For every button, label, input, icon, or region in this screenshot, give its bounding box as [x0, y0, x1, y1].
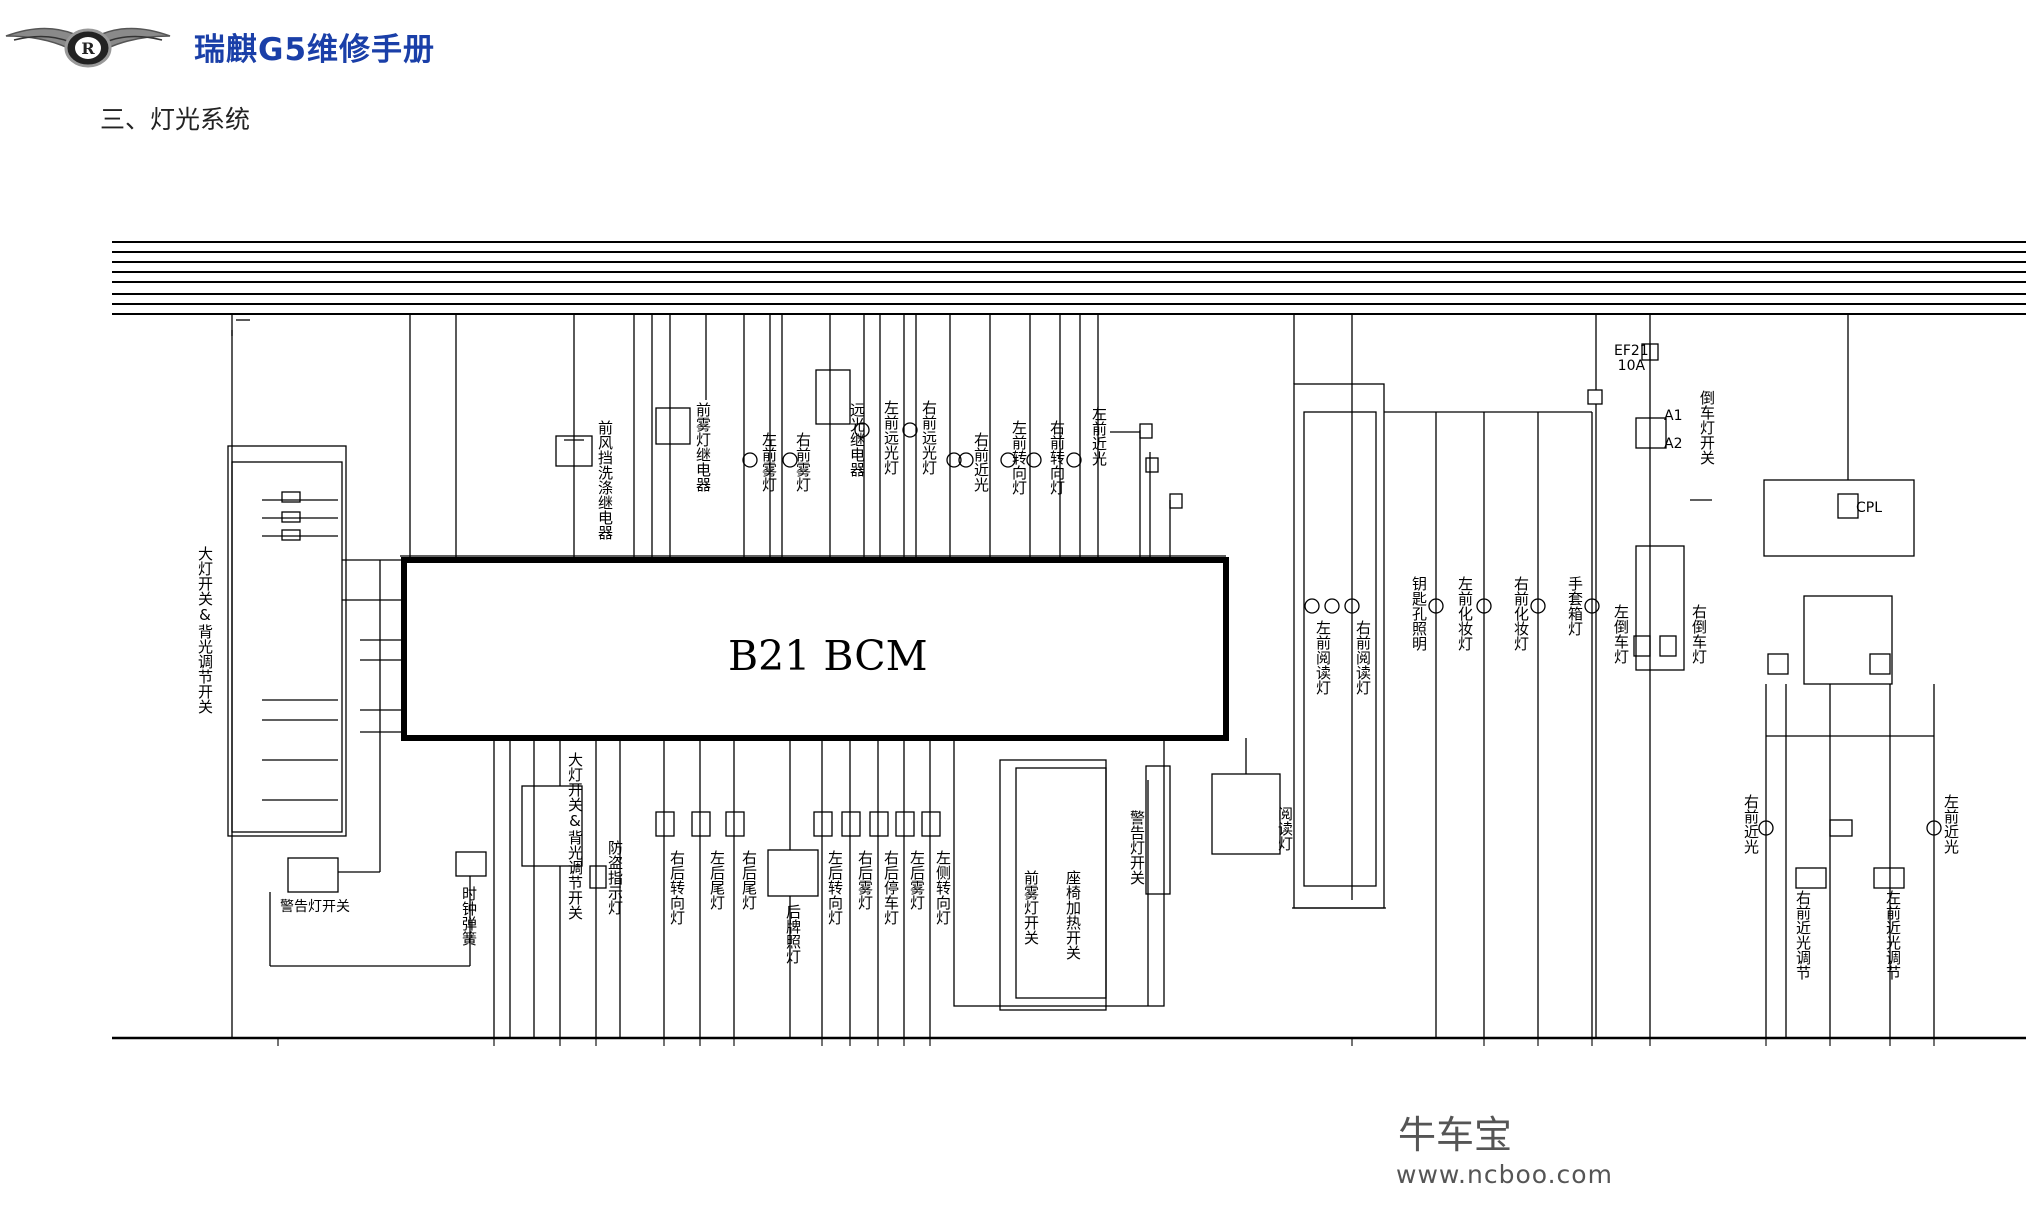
headlamp-switch-label: 大灯开关&背光调节开关 — [196, 546, 214, 714]
clock-spring-label: 时钟弹簧 — [460, 886, 478, 946]
glovebox-label: 手套箱灯 — [1566, 576, 1584, 636]
right-dome-label: 右前阅读灯 — [1354, 620, 1372, 695]
clock-spring-box — [455, 851, 487, 877]
right-reverse-label: 右倒车灯 — [1690, 604, 1708, 664]
reverse-switch-label: 倒车灯开关 — [1698, 390, 1716, 465]
right-front-fog-label: 右前雾灯 — [794, 432, 812, 492]
left-level-label: 左前近光调节 — [1884, 890, 1902, 980]
cpl-box — [1763, 479, 1915, 557]
reading-lamp-label: 阅读灯 — [1276, 806, 1294, 851]
right-vanity-label: 右前化妆灯 — [1512, 576, 1530, 651]
defog-indicator-label: 防盗指示灯 — [606, 840, 624, 915]
svg-text:R: R — [81, 39, 95, 58]
right-front-turn-label: 右前转向灯 — [1048, 420, 1066, 495]
relay-a1-label: A1 — [1664, 408, 1683, 424]
right-rear-tail-label: 右后尾灯 — [740, 850, 758, 910]
warning-lamp-switch-box — [1145, 765, 1171, 895]
backlight-switch-label: 大灯开关&背光调节开关 — [566, 752, 584, 920]
fog-relay-box — [655, 407, 691, 445]
left-dome-label: 左前阅读灯 — [1314, 620, 1332, 695]
plate-lamp-label: 后牌照灯 — [784, 904, 802, 964]
watermark-url: www.ncboo.com — [1396, 1160, 1613, 1189]
fog-relay-label: 前雾灯继电器 — [694, 402, 712, 492]
reading-lamp-box — [1211, 773, 1281, 855]
right-high-label: 右前远光灯 — [920, 400, 938, 475]
brand-logo-icon: R — [5, 27, 171, 68]
front-fog-switch-label: 前雾灯开关 — [1022, 870, 1040, 945]
warning-lamp-switch-label: 警告灯开关 — [1128, 810, 1146, 885]
right-rear-turn-label: 右后转向灯 — [668, 850, 686, 925]
watermark-brand: 牛车宝 — [1398, 1113, 1513, 1157]
left-rear-tail-label: 左后尾灯 — [708, 850, 726, 910]
right-rear-stop-label: 右后停车灯 — [882, 850, 900, 925]
left-rear-turn-label: 左后转向灯 — [826, 850, 844, 925]
section-heading: 三、灯光系统 — [100, 105, 251, 134]
rear-lamps — [655, 738, 941, 1038]
left-side-indicator-label: 左侧转向灯 — [934, 850, 952, 925]
fuse-ef21-label: EF21 10A — [1614, 343, 1649, 374]
relay-a2-label: A2 — [1664, 436, 1683, 452]
manual-title: 瑞麒G5维修手册 — [194, 32, 436, 68]
left-low-2-label: 左前近光 — [1942, 794, 1960, 854]
left-front-fog-label: 左前雾灯 — [760, 432, 778, 492]
highbeam-relay-box — [815, 369, 851, 425]
left-reverse-label: 左倒车灯 — [1612, 604, 1630, 664]
left-rear-fog-label: 左后雾灯 — [908, 850, 926, 910]
washer-relay-box — [555, 435, 593, 467]
right-level-label: 右前近光调节 — [1794, 890, 1812, 980]
front-lamps — [742, 422, 1183, 509]
right-low-2-label: 右前近光 — [1742, 794, 1760, 854]
right-rear-fog-label: 右后雾灯 — [856, 850, 874, 910]
left-low-label: 左前近光 — [1090, 406, 1108, 466]
warning-switch-label: 警告灯开关 — [280, 899, 350, 915]
left-front-turn-label: 左前转向灯 — [1010, 420, 1028, 495]
washer-relay-label: 前风挡洗涤继电器 — [596, 420, 614, 540]
power-bus — [112, 241, 2026, 315]
left-vanity-label: 左前化妆灯 — [1456, 576, 1474, 651]
key-lamp-label: 钥匙孔照明 — [1410, 576, 1428, 651]
left-high-label: 左前远光灯 — [882, 400, 900, 475]
page-header: R 瑞麒G5维修手册 三、灯光系统 — [0, 0, 2032, 134]
right-low-label: 右前近光 — [972, 432, 990, 492]
highbeam-relay-label: 远光继电器 — [848, 402, 866, 477]
bcm-module — [401, 557, 1229, 741]
seat-adjust-switch-label: 座椅加热开关 — [1064, 870, 1082, 960]
bcm-module-label: B21 BCM — [728, 632, 928, 680]
warning-switch-box — [287, 857, 339, 893]
cpl-label: CPL — [1856, 500, 1883, 516]
